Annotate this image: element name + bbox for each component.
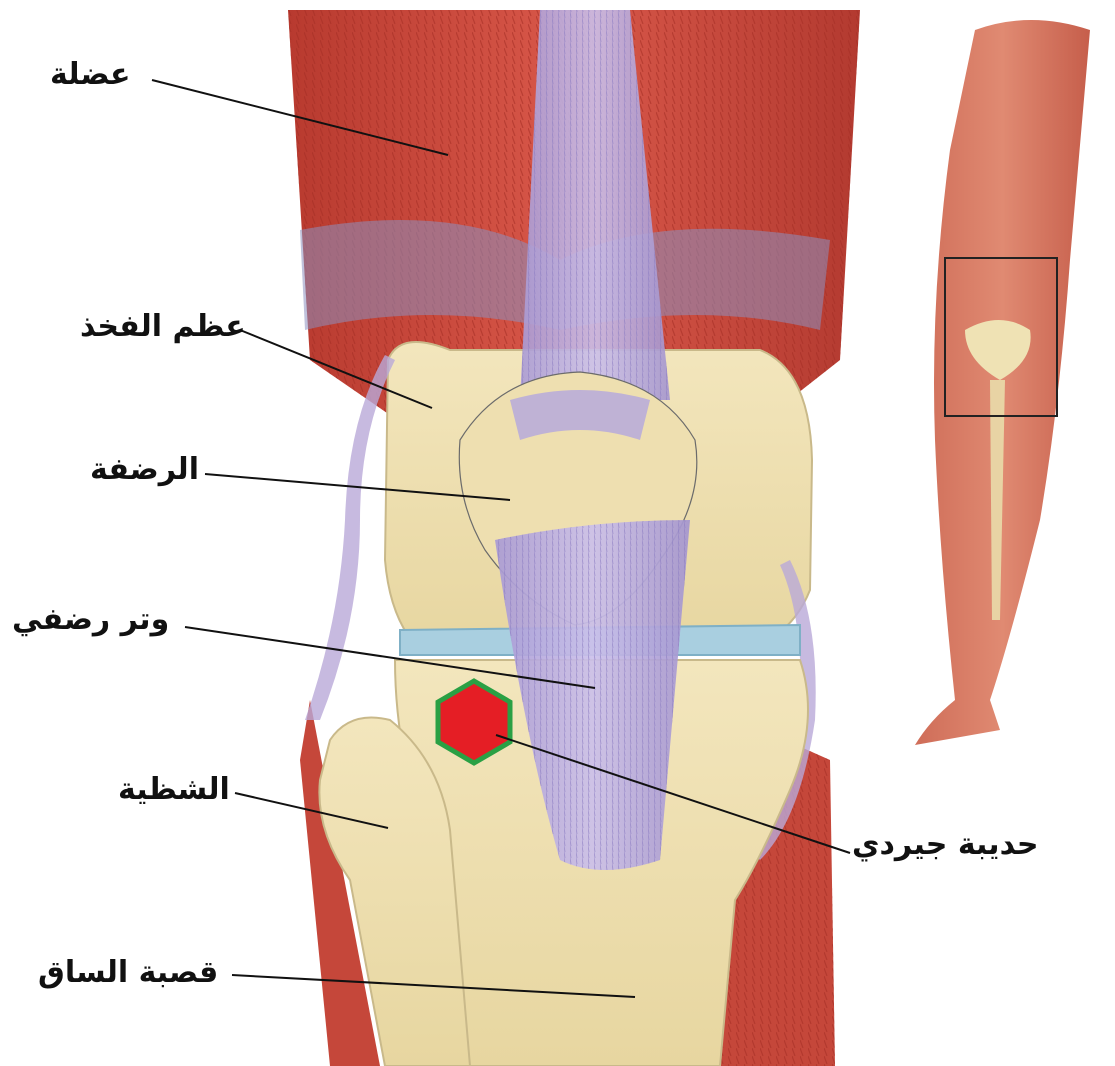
- label-femur: عظم الفخذ: [80, 312, 246, 342]
- lateral-ligament: [305, 355, 395, 720]
- label-fibula: الشظية: [118, 775, 230, 805]
- label-gerdy-tubercle: حديبة جيردي: [852, 830, 1039, 860]
- label-patellar-tendon: وتر رضفي: [12, 605, 169, 635]
- label-muscle: عضلة: [50, 60, 131, 90]
- label-patella: الرضفة: [90, 455, 199, 485]
- inset-leg-figure: [915, 20, 1090, 745]
- hexagon-marker-icon: [438, 681, 510, 763]
- label-tibia: قصبة الساق: [38, 958, 218, 988]
